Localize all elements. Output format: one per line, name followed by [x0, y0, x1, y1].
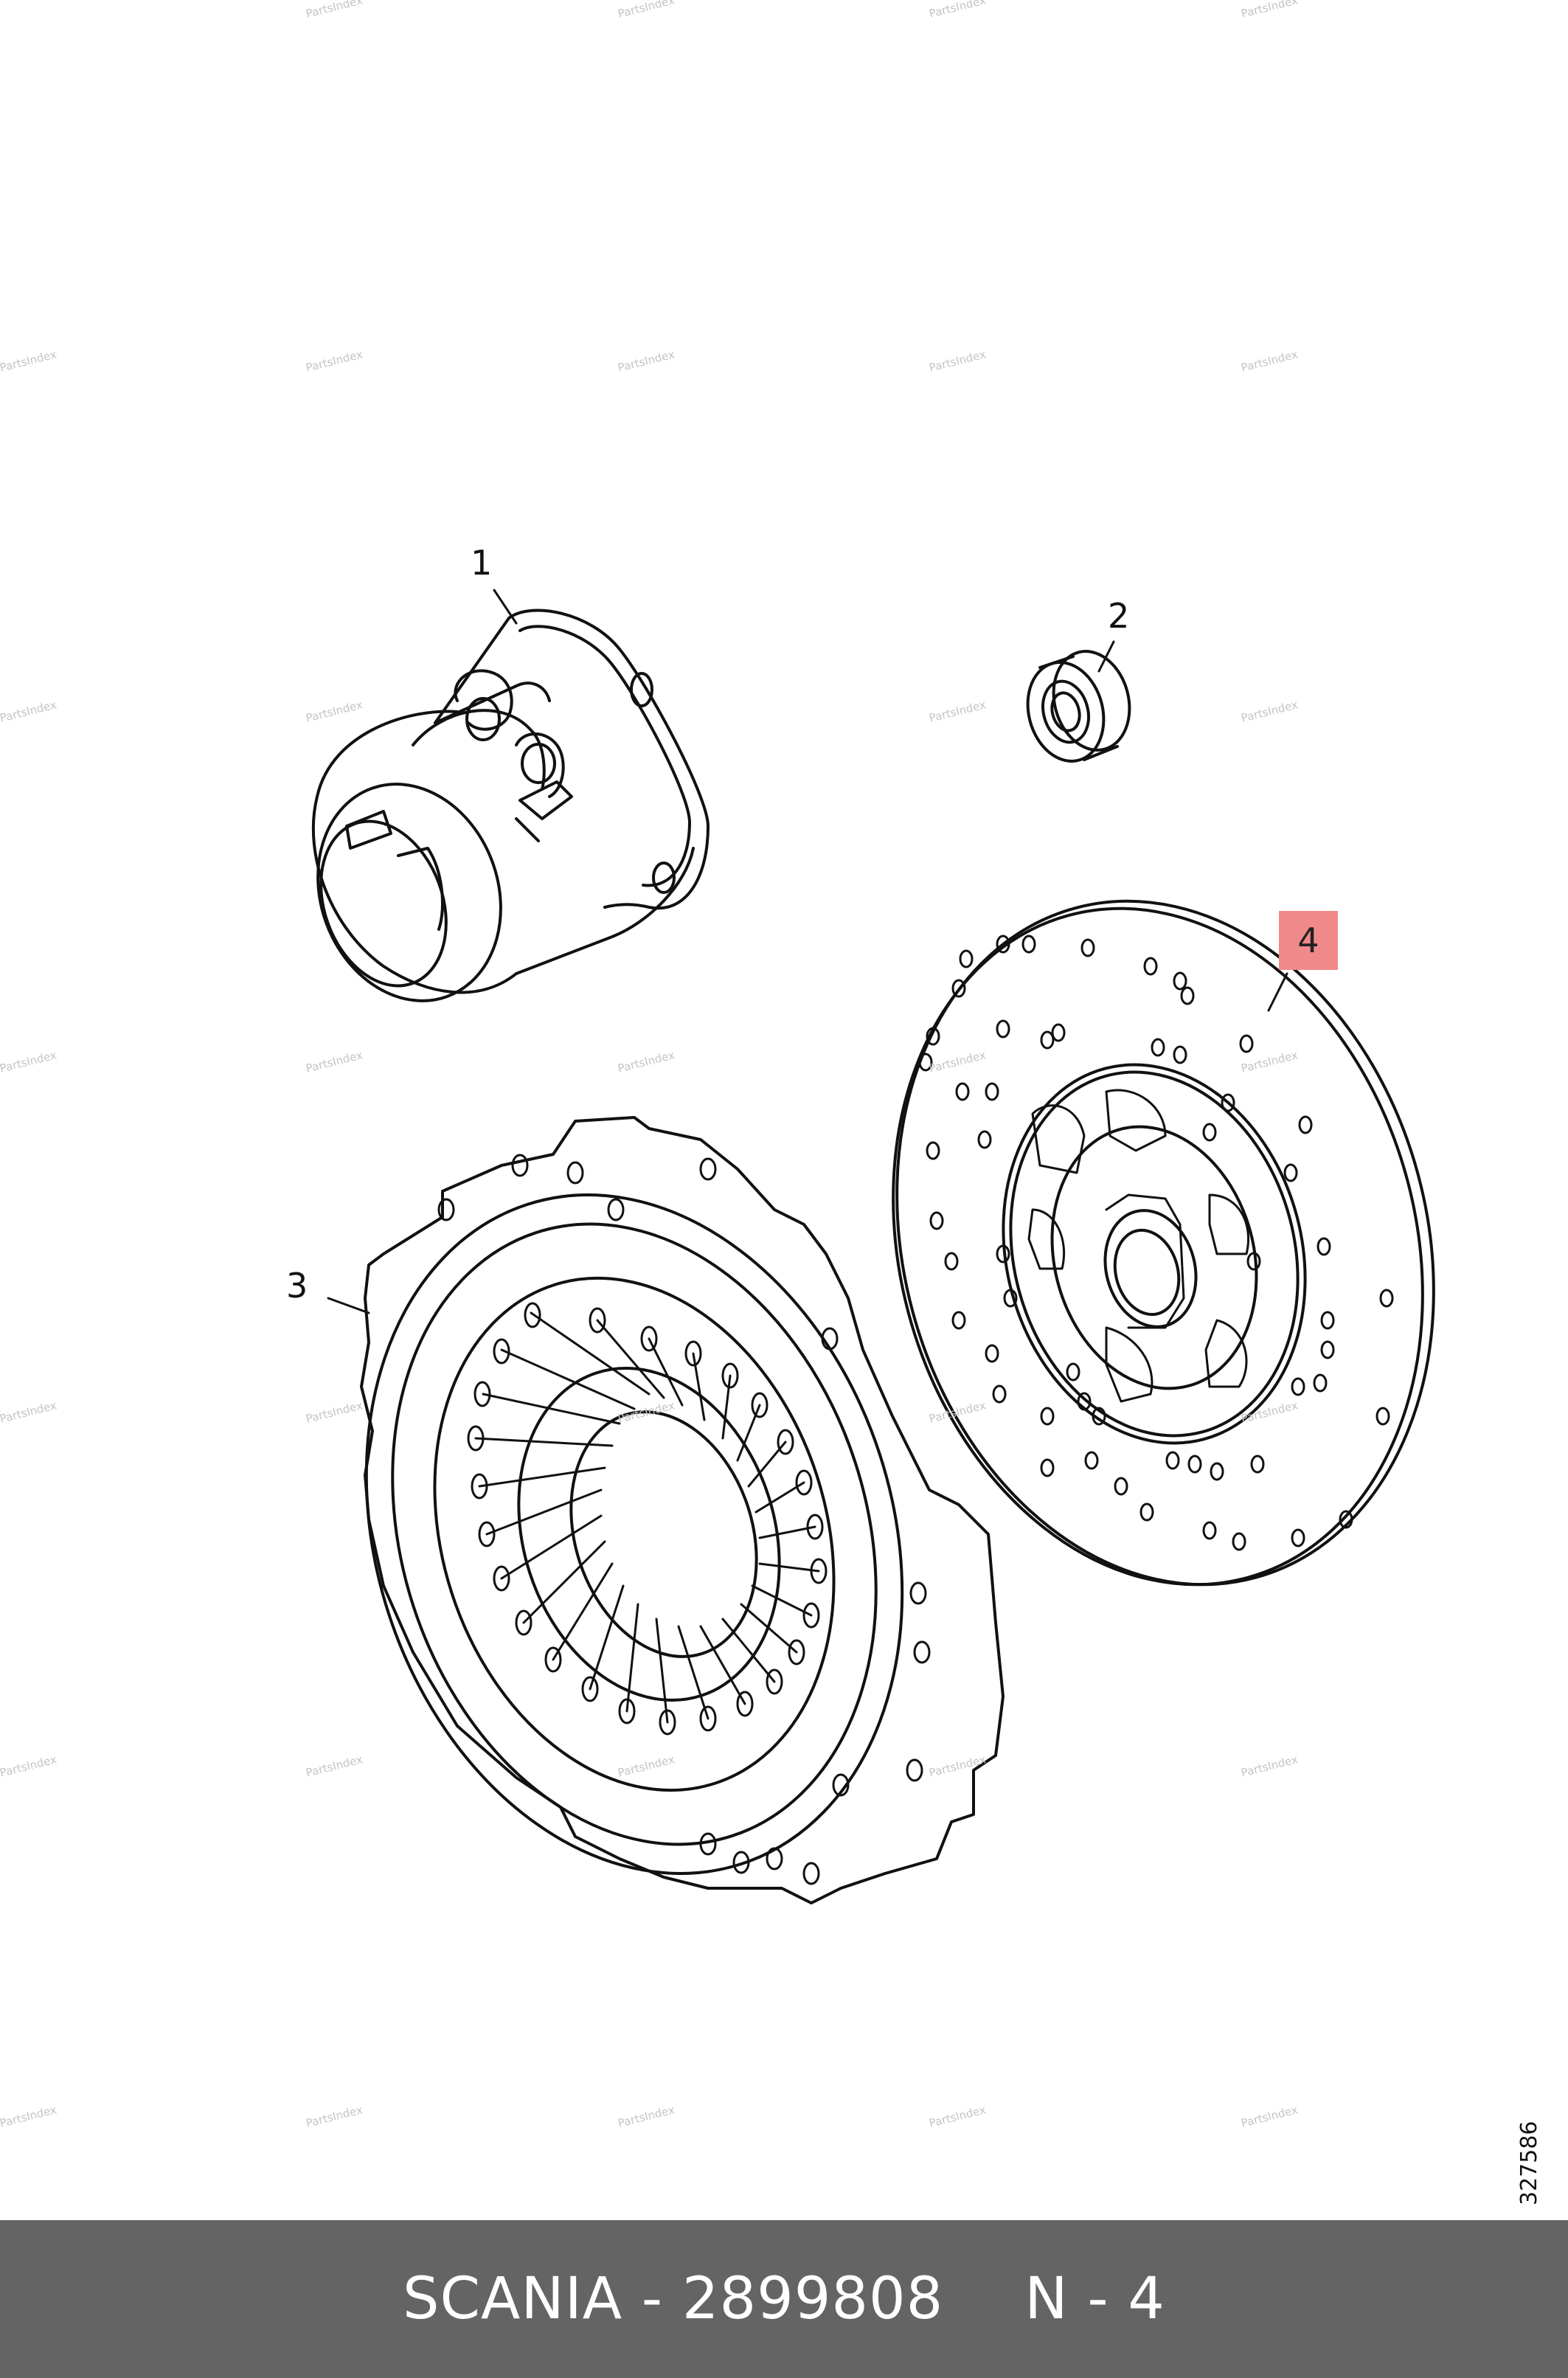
leader-lines: [327, 589, 1288, 1314]
callout-2[interactable]: 2: [1108, 596, 1130, 636]
footer-bar: SCANIA - 2899808 N - 4: [0, 2220, 1568, 2378]
part-3-pressure-plate: [360, 1116, 1005, 1904]
part-1-release-bearing: [311, 609, 710, 1002]
callout-1[interactable]: 1: [471, 543, 493, 583]
document-number: 327586: [1516, 2121, 1542, 2205]
part-4-clutch-disc: [892, 899, 1435, 1587]
footer-brand-part-number: SCANIA - 2899808: [403, 2266, 944, 2332]
callout-4-highlighted[interactable]: 4: [1279, 911, 1338, 970]
footer-position-label: N - 4: [1024, 2266, 1165, 2332]
exploded-parts-diagram: [311, 589, 1435, 1904]
callout-3[interactable]: 3: [286, 1266, 308, 1306]
part-2-pilot-bearing: [1026, 650, 1131, 763]
